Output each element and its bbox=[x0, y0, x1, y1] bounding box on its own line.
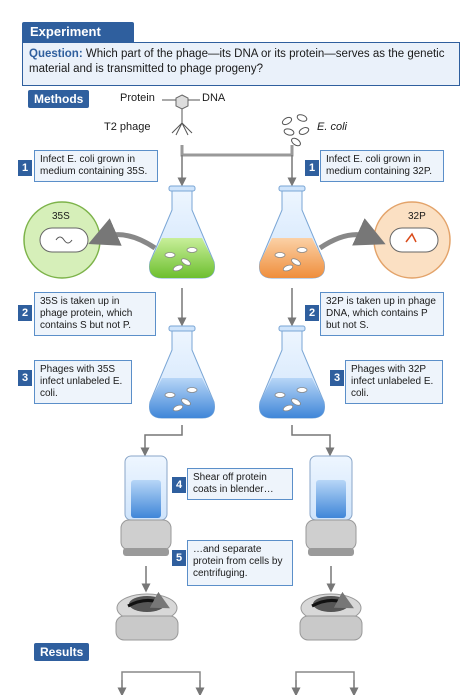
blender-right bbox=[305, 455, 357, 556]
results-tag: Results bbox=[34, 643, 90, 661]
flask-orange bbox=[259, 185, 325, 279]
isotope-35s-label: 35S bbox=[52, 211, 70, 222]
phage-icon bbox=[162, 94, 200, 136]
protein-label: Protein bbox=[120, 92, 155, 104]
step-2-number: 2 bbox=[18, 305, 32, 321]
step-1-right-box: Infect E. coli grown in medium containin… bbox=[320, 150, 444, 182]
step-1-number-right: 1 bbox=[305, 160, 319, 176]
flask-blue-left bbox=[149, 325, 215, 419]
ecoli-label: E. coli bbox=[317, 121, 347, 133]
methods-tag: Methods bbox=[28, 90, 90, 108]
step-5-number: 5 bbox=[172, 550, 186, 566]
step-5-box: …and separate protein from cells by cent… bbox=[187, 540, 293, 586]
step-3-number: 3 bbox=[18, 370, 32, 386]
step-3-number-right: 3 bbox=[330, 370, 344, 386]
step-4-number: 4 bbox=[172, 477, 186, 493]
centrifuge-right bbox=[299, 591, 363, 641]
flask-green bbox=[149, 185, 215, 279]
flask-blue-right bbox=[259, 325, 325, 419]
ecoli-cells-icon bbox=[281, 114, 310, 147]
zoom-circle-35s bbox=[23, 201, 101, 279]
isotope-32p-label: 32P bbox=[408, 211, 426, 222]
blender-left bbox=[120, 455, 172, 556]
experiment-title: Experiment bbox=[22, 22, 134, 42]
dna-label: DNA bbox=[202, 92, 226, 104]
step-2-right-box: 32P is taken up in phage DNA, which cont… bbox=[320, 292, 444, 336]
question-text: Which part of the phage—its DNA or its p… bbox=[29, 48, 445, 75]
step-1-number: 1 bbox=[18, 160, 32, 176]
step-2-left-box: 35S is taken up in phage protein, which … bbox=[34, 292, 156, 336]
step-4-box: Shear off protein coats in blender… bbox=[187, 468, 293, 500]
t2-phage-label: T2 phage bbox=[104, 121, 151, 133]
step-2-number-right: 2 bbox=[305, 305, 319, 321]
step-3-left-box: Phages with 35S infect unlabeled E. coli… bbox=[34, 360, 132, 404]
step-1-left-box: Infect E. coli grown in medium containin… bbox=[34, 150, 158, 182]
question-label: Question: bbox=[29, 48, 83, 60]
centrifuge-left bbox=[115, 591, 179, 641]
question-box: Question: Which part of the phage—its DN… bbox=[22, 42, 460, 86]
step-3-right-box: Phages with 32P infect unlabeled E. coli… bbox=[345, 360, 443, 404]
